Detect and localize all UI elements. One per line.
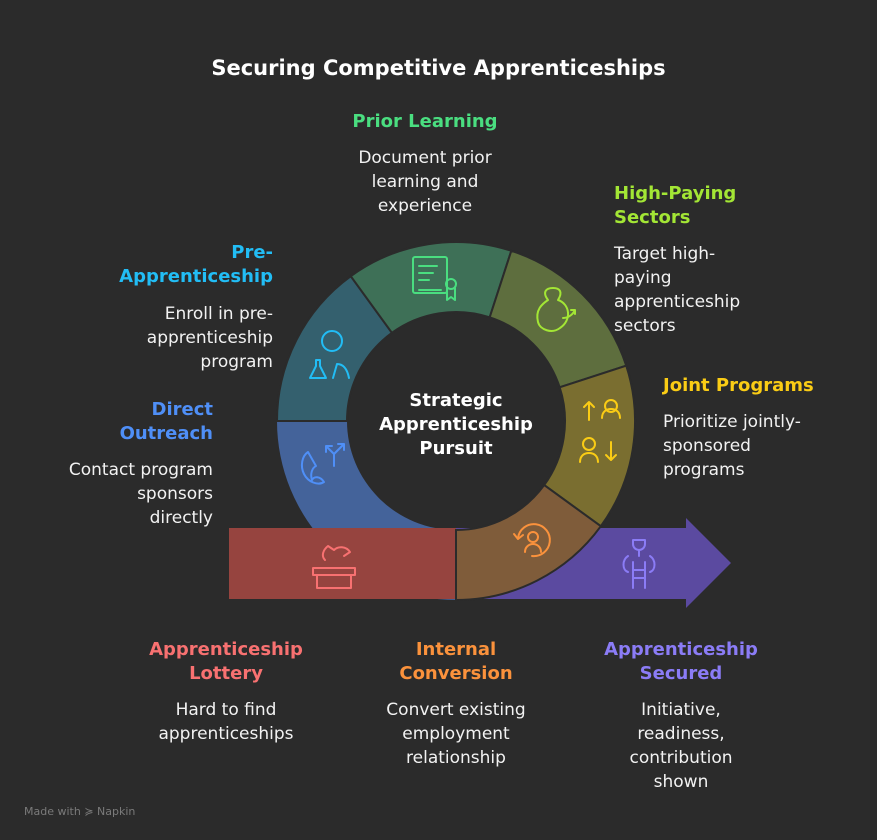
- description-line: apprenticeship: [614, 292, 741, 312]
- description-line: experience: [377, 196, 473, 216]
- description-line: program: [200, 352, 273, 372]
- certificate-icon: [412, 256, 457, 301]
- title-line: Lottery: [189, 663, 263, 684]
- description-line: apprenticeships: [158, 724, 294, 744]
- direct-outreach-description: Contact program sponsors directly: [69, 458, 213, 530]
- joint-programs-description: Prioritize jointly-sponsored programs: [663, 410, 801, 482]
- segment-prior-learning: [349, 241, 513, 335]
- segment-internal-conversion: [455, 483, 603, 602]
- napkin-logo-icon: ≽: [84, 805, 94, 818]
- money-bag-icon: [536, 287, 576, 332]
- description-line: paying: [614, 268, 672, 288]
- segment-joint-programs: [542, 364, 636, 528]
- description-line: contribution: [629, 748, 733, 768]
- center-label: Strategic Apprenticeship Pursuit: [379, 389, 533, 461]
- title-line: Sectors: [614, 207, 691, 228]
- description-line: Document prior: [358, 148, 492, 168]
- title-line: Joint Programs: [663, 375, 814, 396]
- description-line: Prioritize jointly-: [663, 412, 801, 432]
- internal-description: Convert existing employment relationship: [386, 698, 525, 770]
- swap-people-icon: [579, 399, 621, 463]
- description-line: shown: [653, 772, 709, 792]
- made-with-napkin[interactable]: Made with ≽ Napkin: [24, 805, 135, 818]
- joint-programs-title: Joint Programs: [663, 374, 814, 398]
- segment-high-paying: [488, 249, 628, 389]
- segment-pre-apprenticeship: [275, 274, 394, 422]
- made-with-text: Made with: [24, 805, 81, 818]
- prior-learning-description: Document prior learning and experience: [358, 146, 491, 218]
- description-line: programs: [663, 460, 745, 480]
- description-line: sponsored: [663, 436, 751, 456]
- description-line: sponsors: [137, 484, 213, 504]
- description-line: directly: [149, 508, 213, 528]
- title-line: Apprenticeship: [604, 639, 758, 660]
- trophy-ladder-icon: [622, 539, 656, 589]
- title-line: Apprenticeship: [149, 639, 303, 660]
- person-cycle-icon: [513, 523, 551, 558]
- description-line: Initiative,: [641, 700, 721, 720]
- secured-description: Initiative, readiness, contribution shown: [629, 698, 732, 794]
- phone-outreach-icon: [300, 443, 345, 485]
- description-line: sectors: [614, 316, 676, 336]
- high-paying-description: Target high-paying apprenticeship sectors: [614, 242, 740, 338]
- description-line: employment: [402, 724, 510, 744]
- napkin-brand: Napkin: [97, 805, 136, 818]
- title-line: Secured: [639, 663, 723, 684]
- center-line: Pursuit: [419, 438, 493, 459]
- description-line: relationship: [406, 748, 506, 768]
- title-line: Prior Learning: [352, 111, 498, 132]
- center-line: Apprenticeship: [379, 414, 533, 435]
- prior-learning-title: Prior Learning: [352, 110, 497, 134]
- pre-apprenticeship-description: Enroll in pre-apprenticeship program: [147, 302, 273, 374]
- lottery-description: Hard to find apprenticeships: [158, 698, 293, 746]
- description-line: Hard to find: [175, 700, 277, 720]
- lottery-box-icon: [312, 545, 356, 589]
- description-line: Convert existing: [386, 700, 526, 720]
- description-line: Target high-: [614, 244, 716, 264]
- center-line: Strategic: [409, 390, 503, 411]
- title-line: Outreach: [119, 423, 213, 444]
- title-line: Pre-: [231, 242, 273, 263]
- diagram-title: Securing Competitive Apprenticeships: [211, 56, 666, 80]
- description-line: readiness,: [637, 724, 725, 744]
- title-line: High-Paying: [614, 183, 737, 204]
- description-line: learning and: [371, 172, 479, 192]
- title-line: Internal: [415, 639, 497, 660]
- description-line: Enroll in pre-: [164, 304, 273, 324]
- description-line: Contact program: [68, 460, 213, 480]
- scientist-icon: [309, 330, 350, 379]
- title-line: Apprenticeship: [119, 266, 273, 287]
- title-line: Direct: [151, 399, 213, 420]
- title-line: Conversion: [399, 663, 513, 684]
- pre-apprenticeship-title: Pre- Apprenticeship: [119, 241, 273, 289]
- description-line: apprenticeship: [146, 328, 273, 348]
